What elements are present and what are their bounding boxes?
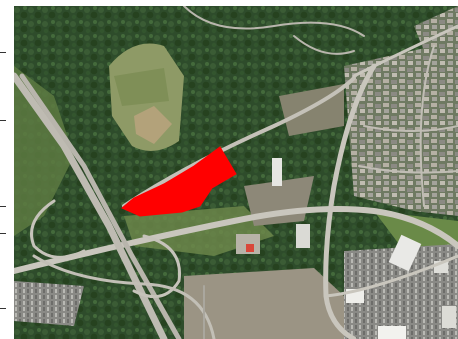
store-building	[442, 306, 456, 328]
sports-field	[114, 68, 169, 106]
edge-tick	[0, 206, 6, 207]
building	[296, 224, 310, 248]
residential-area	[344, 36, 458, 216]
road	[324, 254, 458, 298]
store-building	[378, 326, 406, 339]
aerial-map[interactable]	[14, 6, 458, 339]
building	[272, 158, 282, 186]
road-network	[14, 6, 458, 339]
edge-tick	[0, 233, 6, 234]
cleared-land	[184, 268, 344, 339]
road	[323, 63, 377, 339]
residential-area	[414, 6, 458, 51]
road	[14, 206, 458, 274]
road	[352, 24, 458, 78]
road	[183, 6, 365, 37]
edge-tick	[0, 52, 6, 53]
building	[246, 244, 254, 252]
edge-tick	[0, 308, 6, 309]
parking-lot	[14, 281, 84, 326]
road	[122, 76, 356, 208]
road	[419, 45, 435, 207]
interchange-ramp	[30, 199, 86, 259]
road	[363, 125, 458, 132]
road	[293, 35, 355, 55]
edge-tick	[0, 120, 6, 121]
road	[358, 165, 458, 174]
big-box-store	[388, 234, 422, 272]
baseball-infield	[134, 106, 172, 144]
aerial-map-svg	[14, 6, 458, 339]
highlighted-parcel[interactable]	[121, 146, 237, 217]
interchange-ramp	[132, 234, 182, 299]
grass-field	[14, 66, 74, 236]
